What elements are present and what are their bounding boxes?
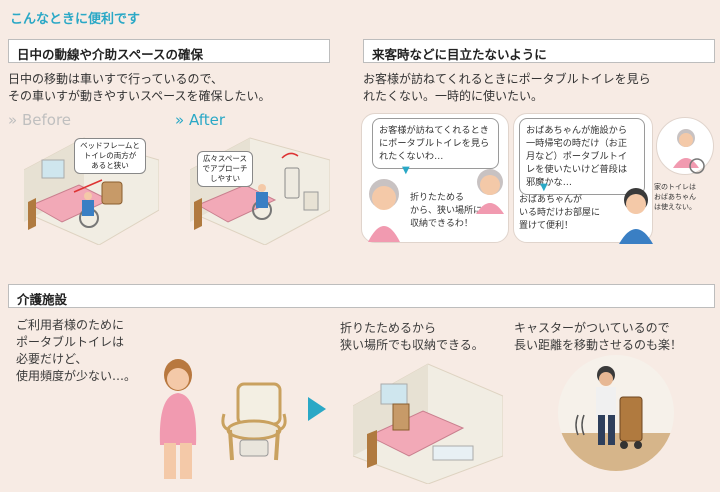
side-note-line1: 家のトイレは [654,183,696,191]
section-header-visitors: 来客時などに目立たないように [363,39,715,63]
section2-body-line1: お客様が訪ねてくれるときにポータブルトイレを見ら [363,72,651,86]
bubble-c-line5: 邪魔かな… [526,177,572,188]
facility-right-line2: 長い距離を移動させるのも楽！ [514,338,683,352]
facility-room-svg [352,363,504,485]
bubble-convenient: おばあちゃんが いる時だけお部屋に 置けて便利！ [519,194,600,233]
next-arrow-svg [308,397,326,421]
man-illustration [617,182,655,244]
after-callout-line1: 広々スペース [202,154,248,163]
after-room-illustration [189,130,331,246]
before-callout-line2: トイレの両方が [83,151,137,160]
facility-left-line4: 使用頻度が少ない…。 [16,369,137,383]
caregiver-illustration [150,355,206,485]
caregiver-svg [159,359,197,479]
bubble-d-line1: おばあちゃんが [519,195,583,205]
before-text: Before [21,111,72,129]
facility-right-text: キャスターがついているので 長い距離を移動させるのも楽！ [514,320,682,354]
after-callout-line3: しやすい [210,174,240,183]
bubble-c-line3: 月など）ポータブルトイ [526,151,628,162]
facility-right-line1: キャスターがついているので [514,321,670,335]
facility-left-line2: ポータブルトイレは [16,335,125,349]
section-header-care-facility: 介護施設 [8,284,715,308]
page-title: こんなときに便利です [10,12,141,27]
bubble-b-line3: 収納できるわ！ [410,219,473,229]
after-label: » After [175,111,225,129]
section1-body: 日中の移動は車いすで行っているので、 その車いすが動きやすいスペースを確保したい… [8,71,338,105]
before-callout: ベッドフレームと トイレの両方が あると狭い [74,138,146,174]
bubble-family-concern: おばあちゃんが施設から 一時帰宅の時だけ（お正 月など）ポータブルトイ レを使い… [519,118,645,195]
next-arrow-icon [308,397,326,421]
double-chevron-icon: » [175,111,185,129]
grandma-svg [368,179,400,242]
arrow-down-icon-2: ▼ [540,182,548,193]
grandma-smiling-illustration [472,164,508,214]
man-svg [619,188,653,244]
facility-left-line3: 必要だけど、 [16,352,88,366]
after-callout: 広々スペース でアプローチ しやすい [197,151,253,187]
section1-body-line2: その車いすが動きやすいスペースを確保したい。 [8,89,271,103]
section1-body-line1: 日中の移動は車いすで行っているので、 [8,72,224,86]
after-text: After [188,111,225,129]
grandma-smiling-svg [476,169,504,214]
double-chevron-icon: » [8,111,18,129]
bubble-grandma-worry: お客様が訪ねてくれるとき にポータブルトイレを見ら れたくないわ… [372,118,499,169]
grandma-wheelchair-badge [656,117,714,175]
portable-toilet-svg [221,382,287,461]
bubble-a-line2: にポータブルトイレを見ら [379,138,490,149]
after-callout-line2: でアプローチ [202,164,248,173]
bubble-c-line2: 一時帰宅の時だけ（お正 [526,138,628,149]
facility-mid-text: 折りたためるから 狭い場所でも収納できる。 [340,320,484,354]
facility-mid-line1: 折りたためるから [340,321,437,335]
before-callout-line3: あると狭い [91,161,129,170]
bubble-d-line3: 置けて便利！ [519,221,574,231]
bubble-b-line1: 折りたためる [410,193,465,203]
grandma-illustration [362,172,406,242]
caster-moving-illustration [558,355,674,471]
bubble-d-line2: いる時だけお部屋に [519,208,601,218]
facility-room-illustration [352,356,504,485]
bubble-c-line1: おばあちゃんが施設から [526,125,628,136]
bubble-c-line4: レを使いたいけど普段は [526,164,628,175]
side-note-line3: は使えない。 [654,203,696,211]
grandma-wheelchair-svg [673,129,705,174]
side-note-line2: おばあちゃん [654,193,696,201]
portable-toilet-illustration [210,378,295,463]
section2-body: お客様が訪ねてくれるときにポータブルトイレを見ら れたくない。一時的に使いたい。 [363,71,715,105]
facility-mid-line2: 狭い場所でも収納できる。 [340,338,484,352]
bubble-foldable: 折りたためる から、狭い場所にも 収納できるわ！ [410,192,491,231]
section2-body-line2: れたくない。一時的に使いたい。 [363,89,544,103]
arrow-down-icon: ▼ [402,165,410,176]
side-note: 家のトイレは おばあちゃん は使えない。 [654,182,696,212]
bubble-b-line2: から、狭い場所にも [410,206,492,216]
facility-left-line1: ご利用者様のために [16,318,125,332]
caster-moving-svg [558,366,674,471]
section-header-daytime-space: 日中の動線や介助スペースの確保 [8,39,330,63]
before-label: » Before [8,111,71,129]
after-room-svg [189,137,331,246]
before-callout-line1: ベッドフレームと [80,141,140,150]
bubble-a-line3: れたくないわ… [379,151,444,162]
bubble-a-line1: お客様が訪ねてくれるとき [379,125,489,136]
facility-left-text: ご利用者様のために ポータブルトイレは 必要だけど、 使用頻度が少ない…。 [16,317,136,385]
